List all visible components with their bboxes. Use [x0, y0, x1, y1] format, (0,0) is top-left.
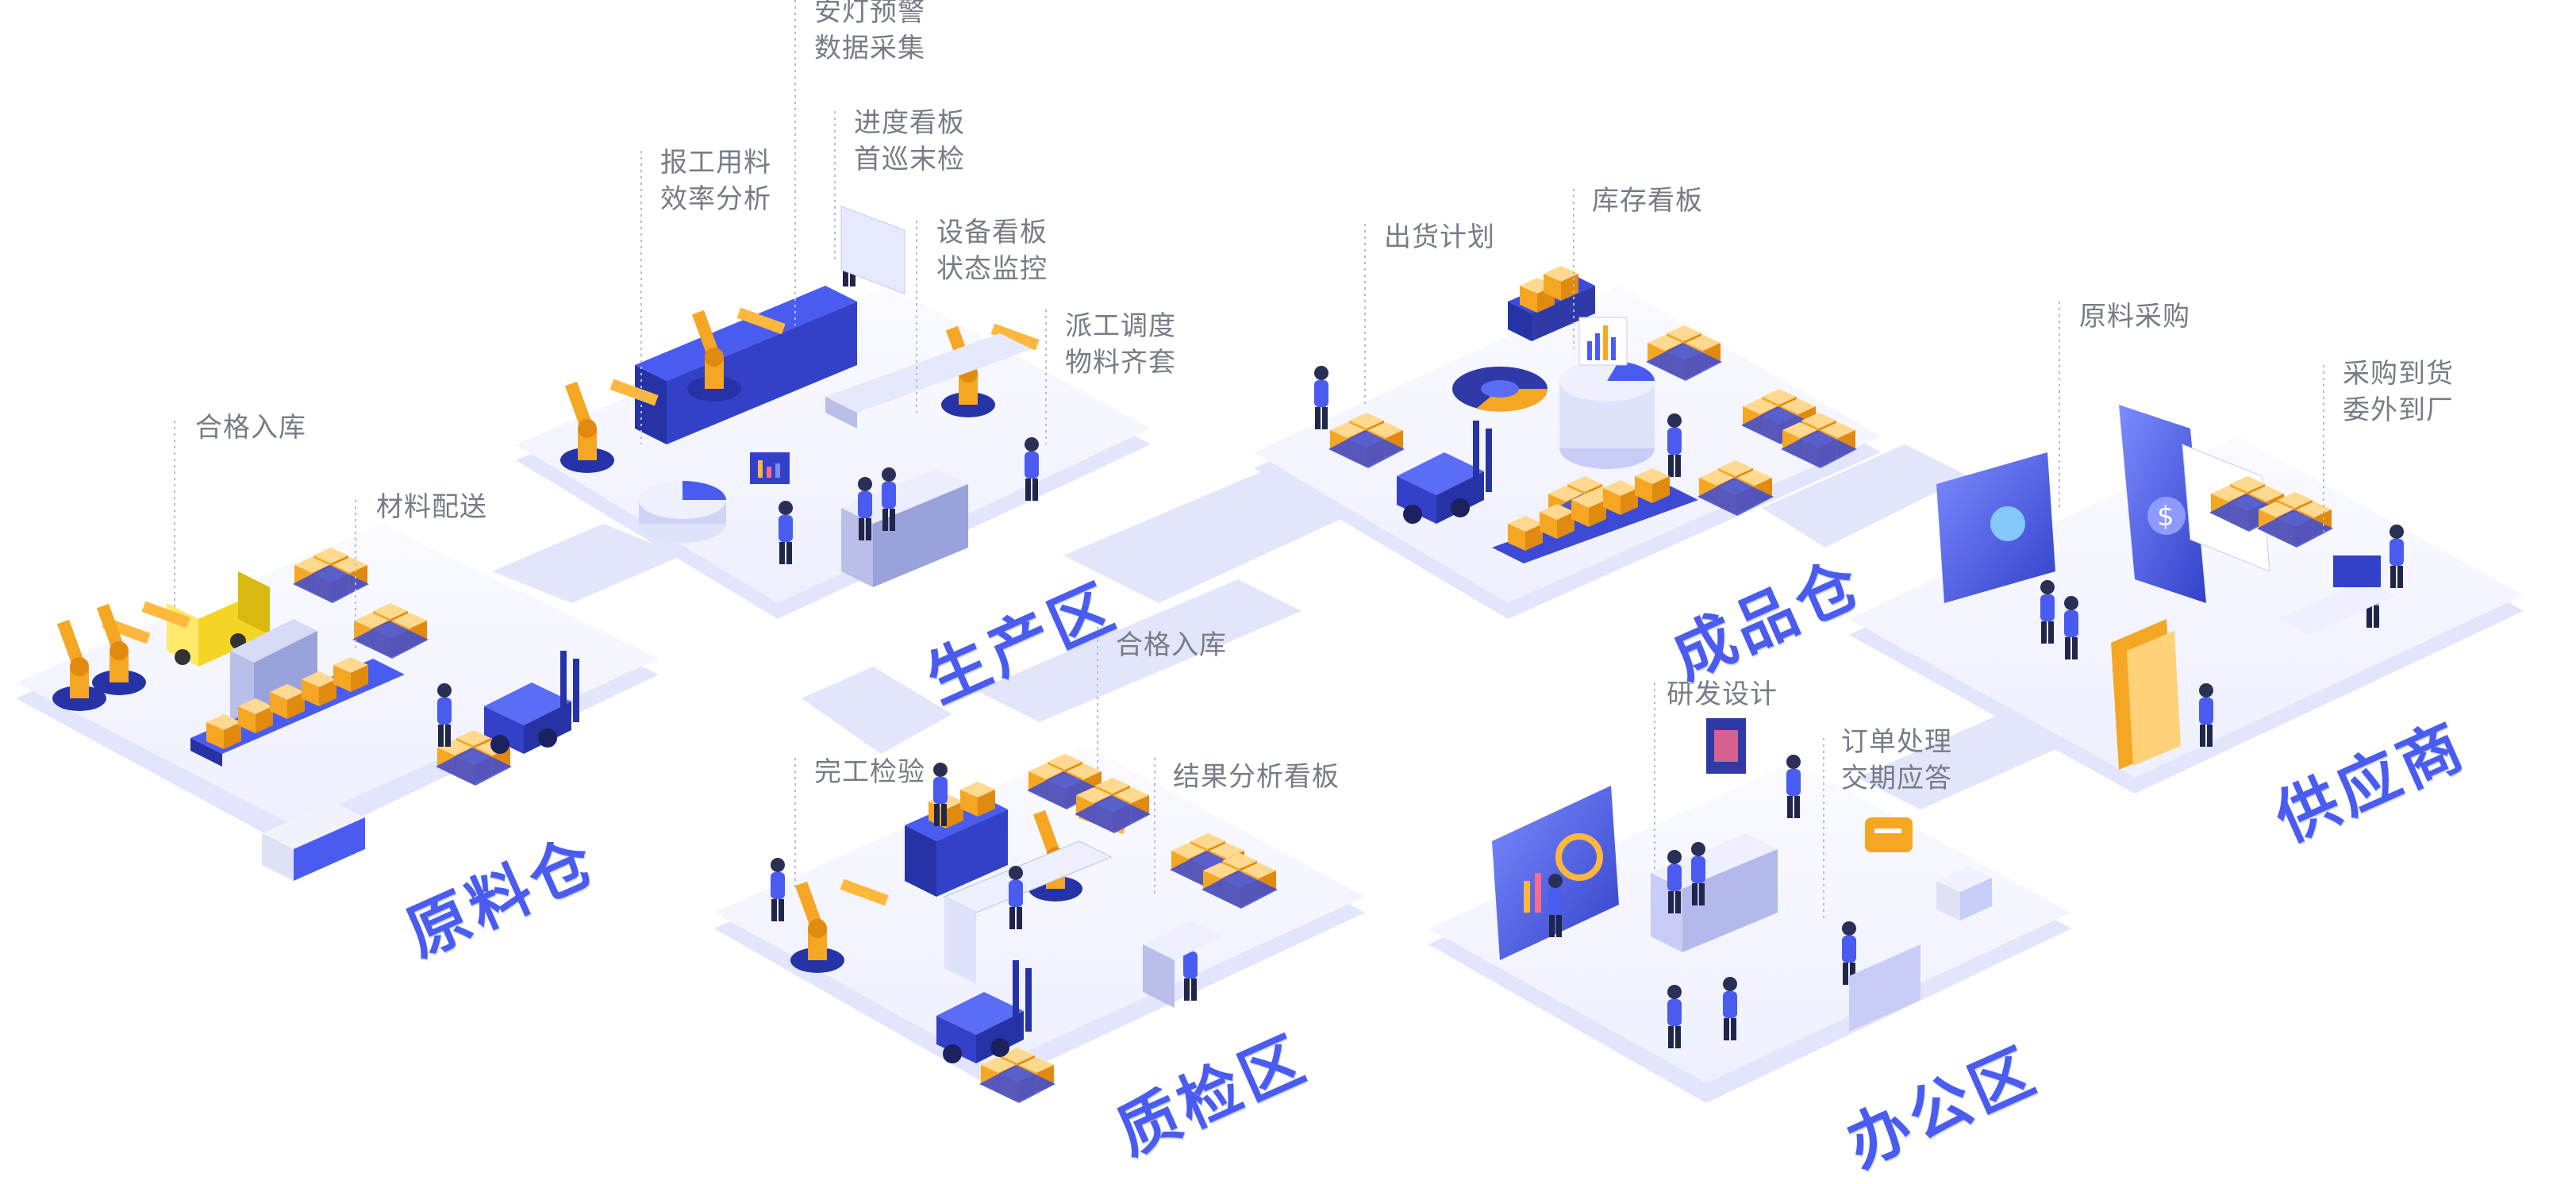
monitor-chart-icon	[750, 452, 790, 484]
callout-text: 委外到厂	[2343, 394, 2454, 426]
callout-raw-material-delivery: 材料配送	[376, 489, 487, 525]
platform-supplier	[1849, 436, 2524, 794]
callout-result-analysis-board: 结果分析看板	[1173, 759, 1340, 795]
callout-text: 完工检验	[814, 756, 925, 788]
connector-bridges	[492, 444, 2063, 809]
callout-raw-purchase: 原料采购	[2079, 298, 2190, 335]
callout-text: 出货计划	[1384, 221, 1495, 253]
delivery-truck-icon	[167, 571, 270, 667]
supplier-equipment: $	[1936, 405, 2404, 770]
callout-text: 安灯预警	[814, 0, 925, 28]
assembly-line-icon	[635, 286, 857, 444]
callout-text: 合格入库	[195, 412, 306, 444]
workstation-console-icon	[1143, 921, 1222, 1008]
callout-text: 合格入库	[1116, 629, 1227, 661]
raw-material-equipment	[52, 548, 579, 881]
callout-report-efficiency: 报工用料 效率分析	[660, 144, 771, 217]
callout-equipment-status: 设备看板 状态监控	[936, 214, 1048, 287]
callout-text: 状态监控	[936, 253, 1048, 285]
finished-goods-equipment	[1314, 266, 1857, 563]
svg-text:$: $	[2157, 501, 2174, 532]
chat-bubble-icon	[1865, 817, 1913, 852]
callout-qc-qualified-in: 合格入库	[1116, 627, 1227, 663]
dashboard-screen-icon	[1936, 452, 2055, 603]
document-folders-icon	[2111, 619, 2181, 770]
callout-purchase-arrival: 采购到货 委外到厂	[2343, 356, 2454, 429]
callout-text: 报工用料	[660, 147, 771, 179]
inspection-table-icon	[943, 840, 1113, 984]
callout-inventory-board: 库存看板	[1592, 183, 1703, 219]
control-console-icon	[841, 468, 968, 587]
generator-machine-icon	[262, 802, 365, 881]
callout-text: 效率分析	[660, 183, 771, 215]
cube-blocks-icon	[1936, 867, 1992, 921]
design-monitor-icon	[1706, 718, 1746, 774]
presentation-board-icon	[1492, 786, 1619, 960]
callout-rnd-design: 研发设计	[1667, 676, 1778, 713]
callout-raw-qualified-in: 合格入库	[195, 409, 306, 446]
conveyor-belt-icon	[825, 333, 1032, 429]
callout-text: 订单处理	[1841, 726, 1952, 758]
callout-text: 材料配送	[376, 491, 487, 523]
callout-shipping-plan: 出货计划	[1384, 219, 1495, 256]
callout-order-delivery: 订单处理 交期应答	[1841, 724, 1952, 797]
callout-text: 进度看板	[854, 107, 965, 139]
pie-chart-icon	[639, 481, 726, 543]
callout-completion-inspection: 完工检验	[814, 754, 925, 790]
callout-dispatch-kitting: 派工调度 物料齐套	[1065, 308, 1176, 381]
office-equipment	[1492, 718, 1992, 1048]
callout-text: 库存看板	[1592, 185, 1703, 217]
callout-text: 交期应答	[1841, 763, 1952, 794]
callout-andon-data: 安灯预警 数据采集	[814, 0, 925, 67]
callout-text: 原料采购	[2079, 301, 2190, 333]
callout-text: 物料齐套	[1065, 347, 1176, 379]
callout-text: 首巡末检	[854, 144, 965, 175]
callout-text: 数据采集	[814, 33, 925, 64]
bar-chart-icon	[1578, 317, 1628, 366]
factory-isometric-scene: $	[16, 0, 2524, 1103]
cylinder-chart-icon	[1559, 360, 1655, 469]
callout-leader-lines	[174, 0, 2324, 921]
callout-text: 结果分析看板	[1173, 761, 1340, 793]
quality-equipment	[771, 754, 1278, 1103]
callout-text: 研发设计	[1667, 678, 1778, 710]
donut-chart-icon	[1452, 367, 1548, 412]
office-desk-icon	[2278, 555, 2397, 635]
production-equipment	[560, 206, 1040, 587]
callout-text: 派工调度	[1065, 310, 1176, 342]
callout-text: 设备看板	[936, 217, 1048, 248]
callout-text: 采购到货	[2343, 358, 2454, 390]
partition-wall-icon	[1849, 944, 1920, 1032]
callout-progress-inspection: 进度看板 首巡末检	[854, 105, 965, 178]
andon-display-icon	[840, 206, 905, 294]
office-cubicle-icon	[1651, 833, 1778, 952]
